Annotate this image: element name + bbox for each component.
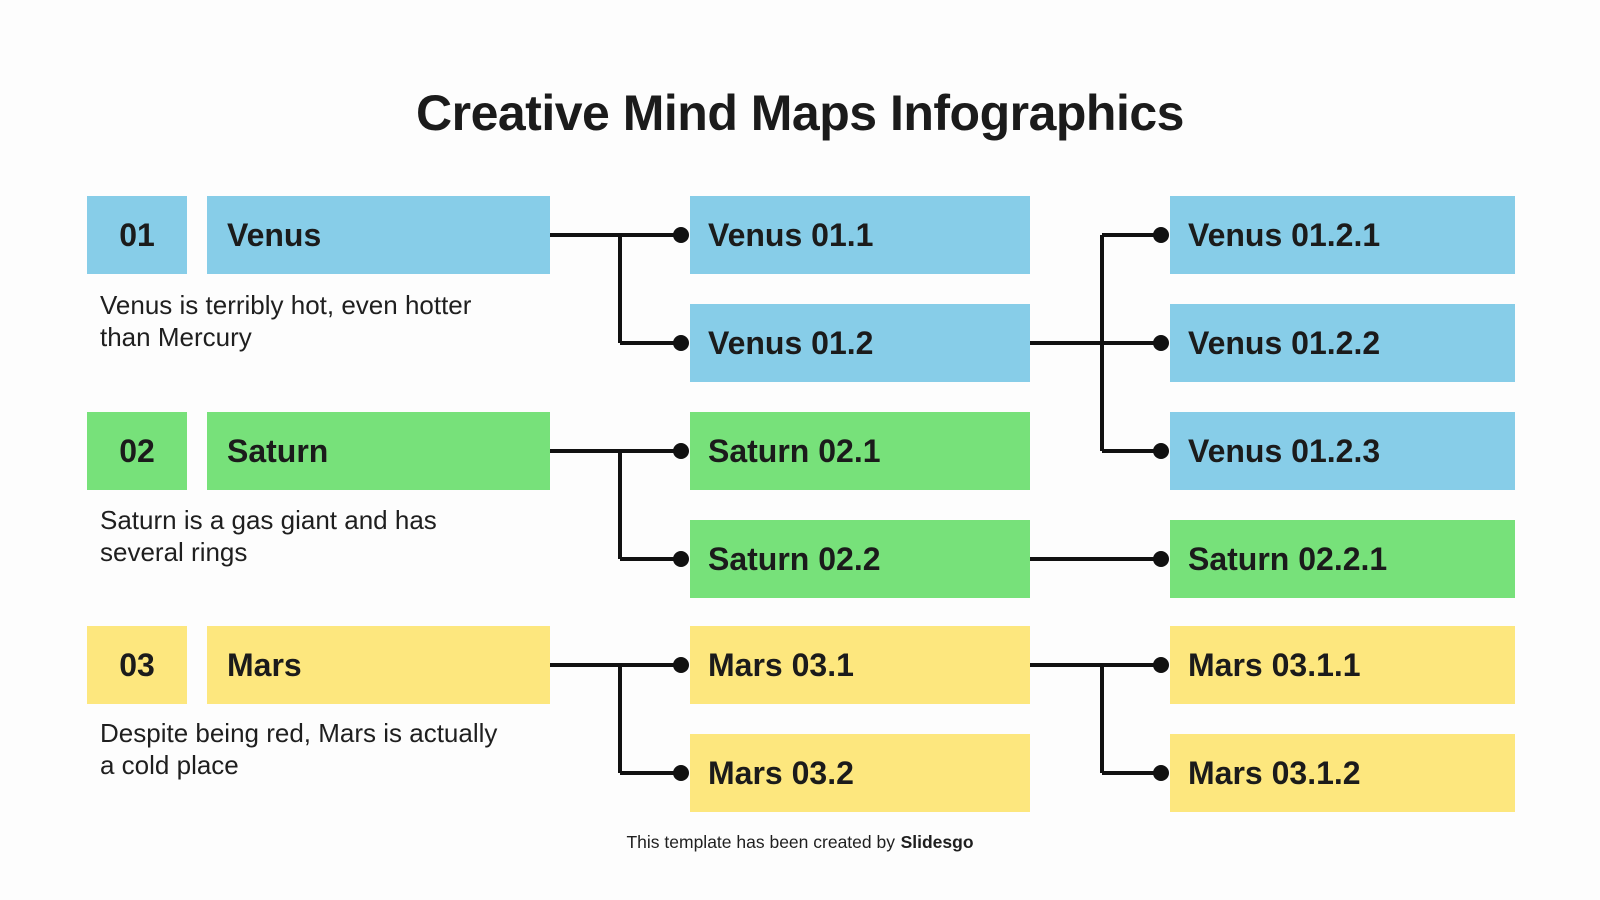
node-number-03: 03 bbox=[87, 626, 187, 704]
node-number-02-label: 02 bbox=[119, 432, 155, 469]
node-venus-01-2-2: Venus 01.2.2 bbox=[1170, 304, 1515, 382]
connector-dot bbox=[1153, 227, 1169, 243]
node-venus-01-2-3-label: Venus 01.2.3 bbox=[1188, 432, 1381, 469]
node-number-03-label: 03 bbox=[119, 646, 155, 683]
connector-dot bbox=[1153, 551, 1169, 567]
node-saturn-label: Saturn bbox=[227, 432, 329, 469]
node-mars-03-2: Mars 03.2 bbox=[690, 734, 1030, 812]
connector-dot bbox=[1153, 657, 1169, 673]
node-saturn-02-1: Saturn 02.1 bbox=[690, 412, 1030, 490]
node-mars: Mars bbox=[207, 626, 550, 704]
node-mars-03-1-2: Mars 03.1.2 bbox=[1170, 734, 1515, 812]
node-number-02: 02 bbox=[87, 412, 187, 490]
node-saturn-02-2-label: Saturn 02.2 bbox=[708, 540, 881, 577]
node-venus-01-2-1: Venus 01.2.1 bbox=[1170, 196, 1515, 274]
saturn-description: Saturn is a gas giant and has several ri… bbox=[100, 505, 437, 567]
node-number-01-label: 01 bbox=[119, 216, 155, 253]
node-venus-01-1-label: Venus 01.1 bbox=[708, 216, 874, 253]
connector-dot bbox=[673, 443, 689, 459]
connector-dot bbox=[1153, 443, 1169, 459]
node-mars-03-1-1-label: Mars 03.1.1 bbox=[1188, 646, 1361, 683]
node-venus-label: Venus bbox=[227, 216, 322, 253]
node-number-01: 01 bbox=[87, 196, 187, 274]
connector-dot bbox=[673, 335, 689, 351]
connector-dot bbox=[1153, 335, 1169, 351]
node-venus-01-1: Venus 01.1 bbox=[690, 196, 1030, 274]
connector-dot bbox=[673, 227, 689, 243]
node-saturn-02-2-1: Saturn 02.2.1 bbox=[1170, 520, 1515, 598]
connector-dot bbox=[673, 551, 689, 567]
connector-dot bbox=[673, 657, 689, 673]
node-venus: Venus bbox=[207, 196, 550, 274]
connector-line bbox=[550, 233, 1161, 775]
node-saturn: Saturn bbox=[207, 412, 550, 490]
node-mars-03-1-label: Mars 03.1 bbox=[708, 646, 854, 683]
node-venus-01-2-3: Venus 01.2.3 bbox=[1170, 412, 1515, 490]
node-mars-label: Mars bbox=[227, 646, 302, 683]
node-saturn-02-2-1-label: Saturn 02.2.1 bbox=[1188, 540, 1388, 577]
node-venus-01-2-2-label: Venus 01.2.2 bbox=[1188, 324, 1381, 361]
node-venus-01-2-label: Venus 01.2 bbox=[708, 324, 874, 361]
footer-credit-text: This template has been created by bbox=[626, 832, 895, 852]
node-mars-03-1-2-label: Mars 03.1.2 bbox=[1188, 754, 1361, 791]
node-mars-03-1-1: Mars 03.1.1 bbox=[1170, 626, 1515, 704]
mars-description: Despite being red, Mars is actually a co… bbox=[100, 718, 498, 780]
node-venus-01-2: Venus 01.2 bbox=[690, 304, 1030, 382]
venus-description: Venus is terribly hot, even hotter than … bbox=[100, 290, 472, 352]
node-mars-03-2-label: Mars 03.2 bbox=[708, 754, 854, 791]
connector-dot bbox=[1153, 765, 1169, 781]
connector-dot bbox=[673, 765, 689, 781]
node-mars-03-1: Mars 03.1 bbox=[690, 626, 1030, 704]
node-saturn-02-2: Saturn 02.2 bbox=[690, 520, 1030, 598]
footer-brand: Slidesgo bbox=[900, 832, 974, 852]
node-saturn-02-1-label: Saturn 02.1 bbox=[708, 432, 881, 469]
node-venus-01-2-1-label: Venus 01.2.1 bbox=[1188, 216, 1381, 253]
page-title: Creative Mind Maps Infographics bbox=[416, 85, 1184, 141]
